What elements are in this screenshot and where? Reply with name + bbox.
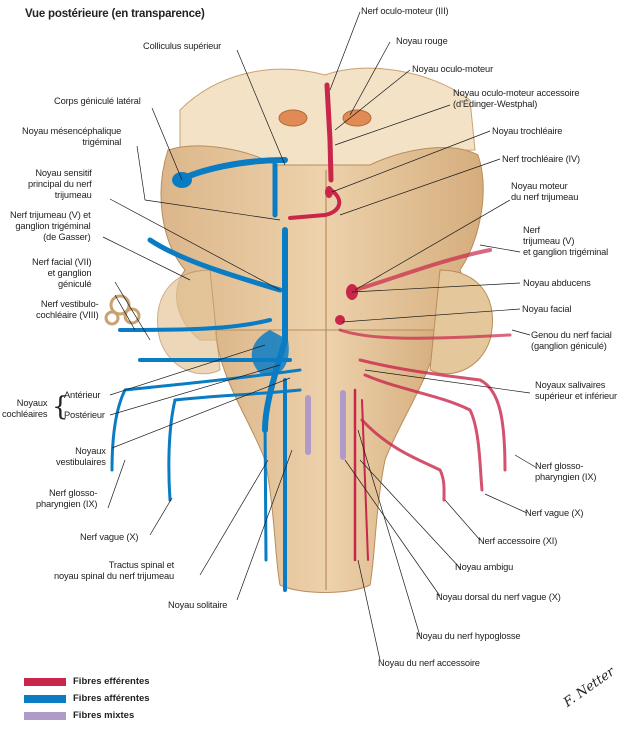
legend-swatch-mixed xyxy=(24,711,66,720)
label-noyaux-vestibulaires: Noyaux vestibulaires xyxy=(56,446,106,467)
label-noyau-facial: Noyau facial xyxy=(522,304,572,314)
label-noyau-dorsal-vague: Noyau dorsal du nerf vague (X) xyxy=(436,592,561,602)
brace: { xyxy=(52,392,69,422)
label-noyau-solitaire: Noyau solitaire xyxy=(168,600,228,610)
efferent-fibers xyxy=(288,82,512,562)
noyau-rouge-gauche xyxy=(278,109,308,127)
label-corps-genicule-lateral: Corps géniculé latéral xyxy=(54,96,141,106)
label-nerf-accessoire: Nerf accessoire (XI) xyxy=(478,536,558,546)
label-nerf-trijumeau-droit: Nerf trijumeau (V) et ganglion trigémina… xyxy=(523,225,609,257)
legend-label: Fibres efférentes xyxy=(73,676,150,687)
label-cochleaire-posterieur: Postérieur xyxy=(64,410,105,420)
label-noyaux-cochleaires: Noyaux cochléaires xyxy=(2,398,48,419)
figure-title: Vue postérieure (en transparence) xyxy=(25,8,205,20)
label-colliculus-superieur: Colliculus supérieur xyxy=(143,41,222,51)
label-noyau-oculo-moteur: Noyau oculo-moteur xyxy=(412,64,494,74)
afferent-fibers xyxy=(110,157,302,592)
legend-item-afferent: Fibres afférentes xyxy=(24,690,150,707)
mixed-fibers xyxy=(305,390,346,460)
label-cochleaire-anterieur: Antérieur xyxy=(64,390,101,400)
label-nerf-glosso-gauche: Nerf glosso- pharyngien (IX) xyxy=(36,488,98,509)
label-nerf-trochleaire: Nerf trochléaire (IV) xyxy=(502,154,580,164)
label-noyaux-salivaires: Noyaux salivaires supérieur et inférieur xyxy=(535,380,617,401)
label-noyau-oculo-moteur-accessoire: Noyau oculo-moteur accessoire (d’Édinger… xyxy=(453,88,580,109)
legend-label: Fibres mixtes xyxy=(73,710,135,721)
noyau-trochleaire-shape xyxy=(325,186,333,198)
label-noyau-mesencephalique: Noyau mésencéphalique trigéminal xyxy=(22,126,122,147)
legend-item-mixed: Fibres mixtes xyxy=(24,707,150,724)
label-noyau-trochleaire: Noyau trochléaire xyxy=(492,126,563,136)
noyaux-cochleaires-shape xyxy=(251,330,289,376)
label-noyau-rouge: Noyau rouge xyxy=(396,36,448,46)
legend-swatch-afferent xyxy=(24,694,66,703)
legend-item-efferent: Fibres efférentes xyxy=(24,673,150,690)
label-nerf-vestibulo-cochleaire: Nerf vestibulo- cochléaire (VIII) xyxy=(36,299,99,320)
label-nerf-facial-gauche: Nerf facial (VII) et ganglion géniculé xyxy=(32,257,92,289)
label-tractus-spinal: Tractus spinal et noyau spinal du nerf t… xyxy=(54,560,175,581)
legend-swatch-efferent xyxy=(24,677,66,686)
label-noyau-sensitif-principal: Noyau sensitif principal du nerf trijume… xyxy=(28,168,92,200)
label-nerf-trijumeau-gauche: Nerf trijumeau (V) et ganglion trigémina… xyxy=(10,210,91,242)
inner-ear xyxy=(104,294,141,326)
label-noyau-moteur-trijumeau: Noyau moteur du nerf trijumeau xyxy=(511,181,579,202)
legend: Fibres efférentes Fibres afférentes Fibr… xyxy=(24,673,150,724)
noyau-rouge-droit xyxy=(342,109,372,127)
legend-label: Fibres afférentes xyxy=(73,693,150,704)
label-nerf-glosso-droit: Nerf glosso- pharyngien (IX) xyxy=(535,461,597,482)
noyau-facial-shape xyxy=(335,315,345,325)
label-noyau-hypoglosse: Noyau du nerf hypoglosse xyxy=(416,631,521,641)
cerebellar-peduncle-left xyxy=(156,269,221,375)
pons xyxy=(160,145,484,341)
label-noyau-ambigu: Noyau ambigu xyxy=(455,562,514,572)
label-genou-nerf-facial: Genou du nerf facial (ganglion géniculé) xyxy=(531,330,612,351)
label-noyau-abducens: Noyau abducens xyxy=(523,278,591,288)
label-nerf-vague-gauche: Nerf vague (X) xyxy=(80,532,139,542)
label-nerf-oculo-moteur: Nerf oculo-moteur (III) xyxy=(361,6,449,16)
label-nerf-vague-droit: Nerf vague (X) xyxy=(525,508,584,518)
leader-lines xyxy=(102,11,538,661)
label-noyau-nerf-accessoire: Noyau du nerf accessoire xyxy=(378,658,480,668)
cerebellar-peduncle-right xyxy=(429,269,494,375)
